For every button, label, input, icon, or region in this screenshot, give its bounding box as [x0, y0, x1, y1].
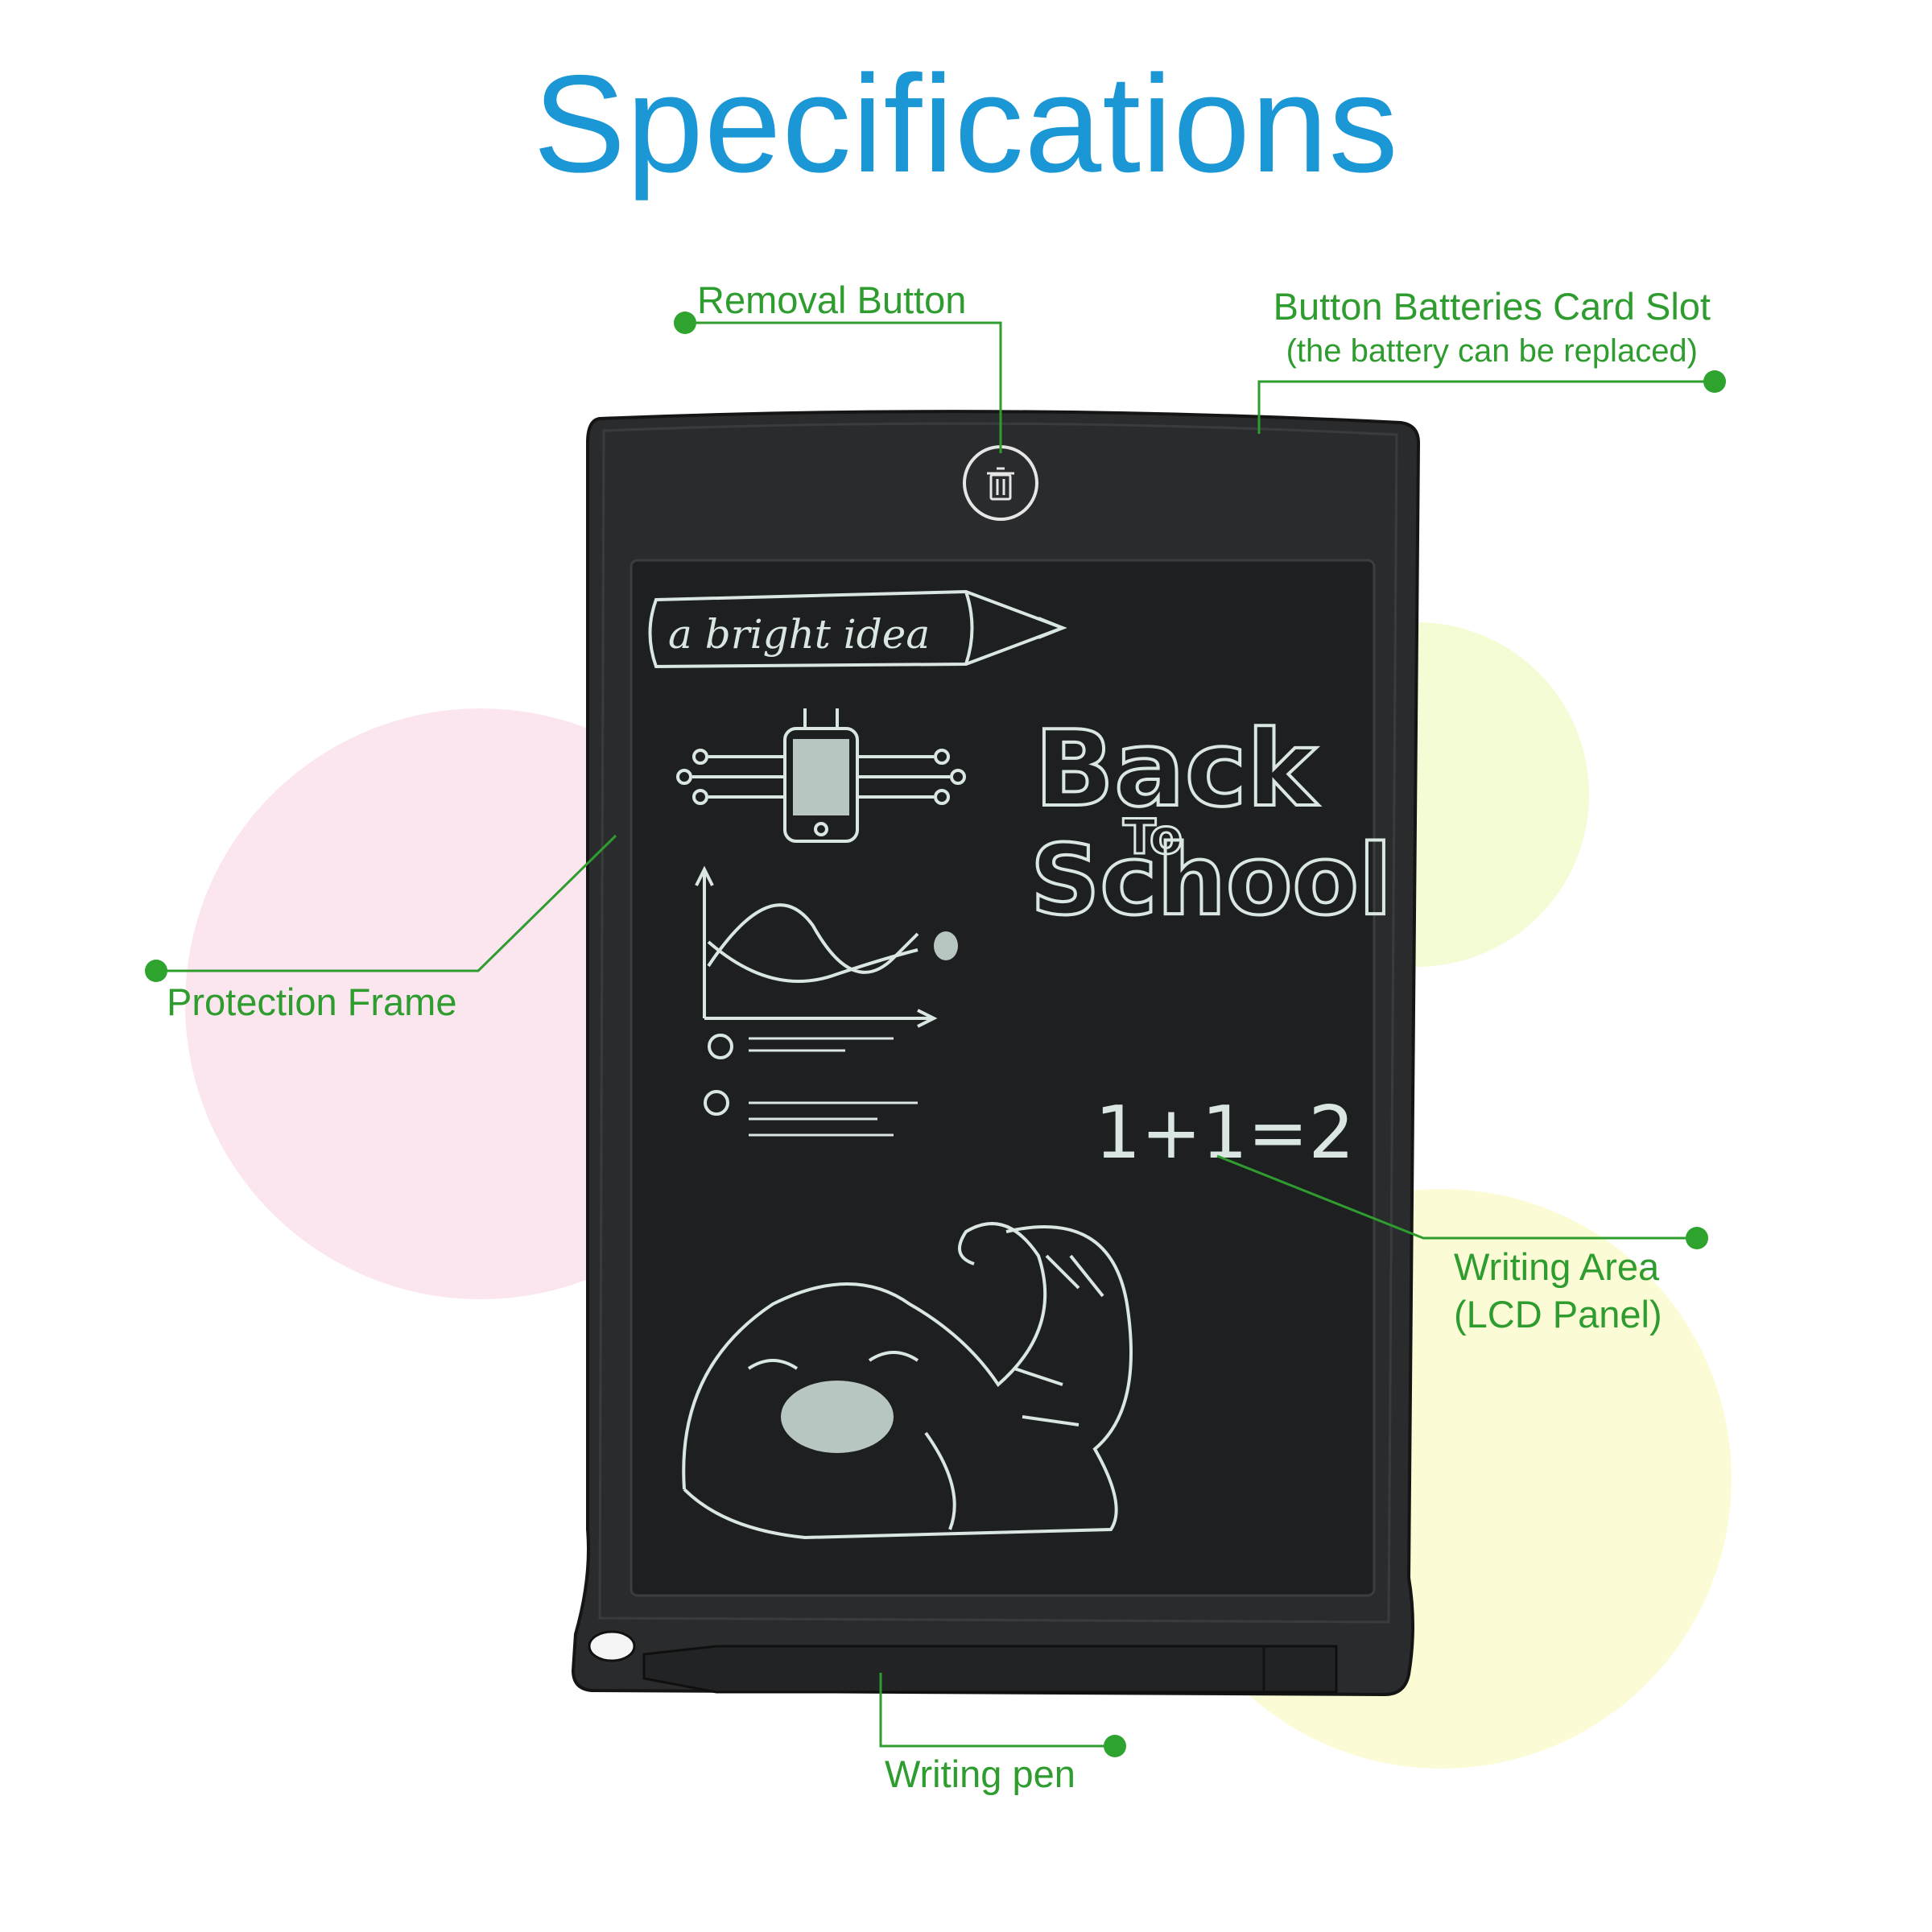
removal-button — [963, 445, 1038, 521]
phone-circuit-drawing — [676, 708, 966, 843]
writing-pen-label: Writing pen — [885, 1752, 1075, 1795]
callout-dots — [145, 312, 1726, 1757]
protection-frame-label: Protection Frame — [167, 980, 457, 1023]
lcd-screen — [630, 559, 1376, 1597]
equation-drawing: 1+1=2 — [1095, 1091, 1355, 1175]
battery-slot-dot — [1703, 370, 1726, 393]
writing-area-leader — [1216, 1154, 1697, 1240]
removal-button-dot — [674, 312, 696, 334]
callout-lines — [156, 321, 1715, 1748]
protection-frame-leader — [156, 834, 617, 972]
graph-drawing — [695, 865, 958, 1137]
protection-frame-dot — [145, 960, 167, 982]
writing-pen — [642, 1645, 1338, 1694]
back-to-school-drawing: Back To School — [1029, 706, 1393, 939]
trash-icon — [987, 467, 1014, 501]
headline-school: School — [1030, 825, 1392, 937]
battery-slot-leader — [1257, 380, 1715, 434]
removal-button-label: Removal Button — [697, 279, 967, 321]
banner-text: a bright idea — [668, 611, 930, 658]
writing-area-dot — [1686, 1227, 1708, 1249]
battery-slot-note: (the battery can be replaced) — [1286, 332, 1698, 369]
removal-button-leader — [685, 321, 1002, 453]
battery-slot-title: Button Batteries Card Slot — [1273, 285, 1711, 328]
writing-pen-leader — [879, 1673, 1115, 1748]
writing-area-label: Writing Area (LCD Panel) — [1454, 1244, 1662, 1339]
writing-pen-dot — [1104, 1735, 1126, 1757]
page-title: Specifications — [533, 47, 1399, 201]
cat-drawing — [682, 1222, 1133, 1540]
battery-slot-label: Button Batteries Card Slot (the battery … — [1274, 283, 1711, 371]
writing-area-note: (LCD Panel) — [1454, 1292, 1662, 1335]
writing-area-title: Writing Area — [1454, 1245, 1660, 1288]
headline-back: Back — [1034, 708, 1319, 830]
headline-to: To — [1123, 809, 1183, 865]
bright-idea-pencil-drawing: a bright idea — [648, 589, 1067, 669]
protection-frame-edge — [598, 422, 1398, 1624]
pen-hole — [588, 1630, 636, 1662]
